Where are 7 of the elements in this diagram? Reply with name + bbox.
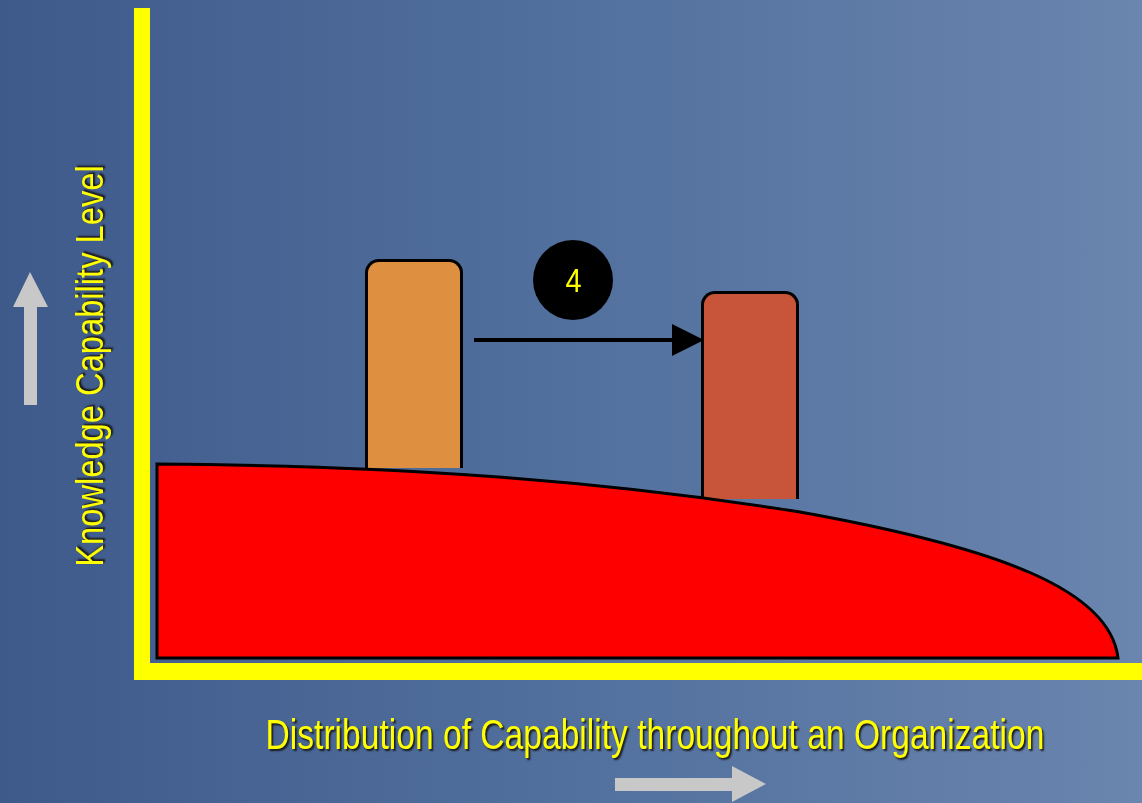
- axis-title: Distribution of Capability throughout an Organization: [265, 711, 1045, 759]
- number-badge: 4: [533, 240, 613, 320]
- arrow: [474, 324, 704, 356]
- axis-title: Knowledge Capability Level: [68, 165, 112, 567]
- capability-bar: [701, 291, 799, 499]
- capability-bar: [365, 259, 463, 468]
- distribution-area: [155, 462, 1120, 660]
